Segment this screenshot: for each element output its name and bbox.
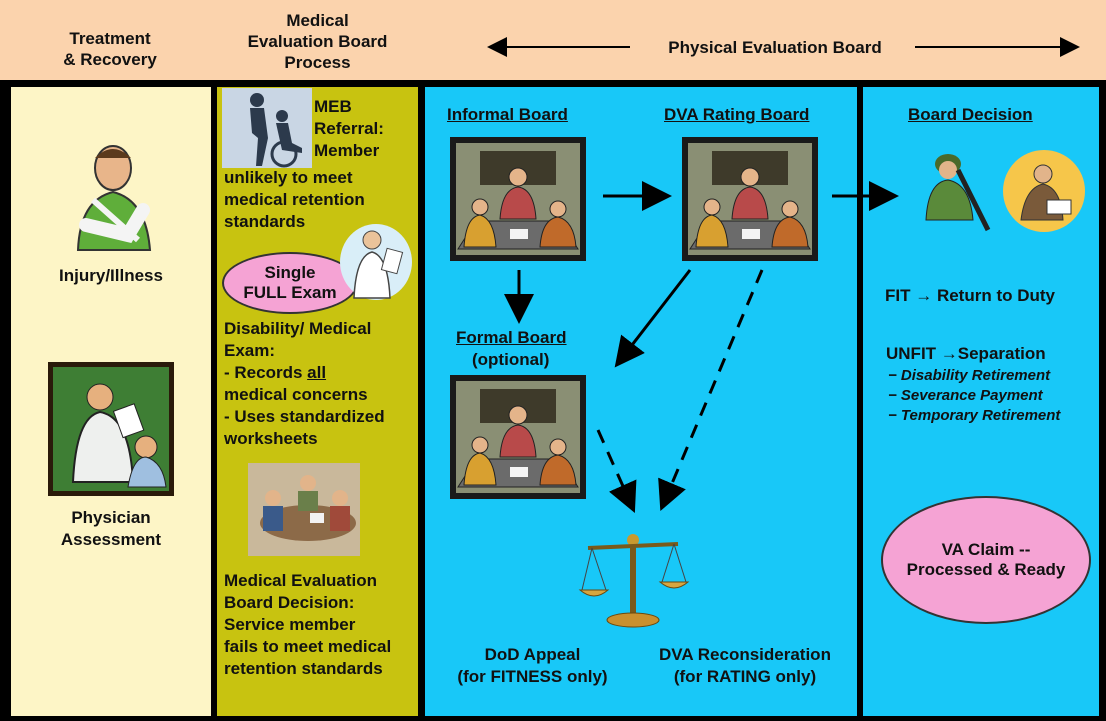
soldier-icon <box>918 150 993 232</box>
injured-soldier-icon <box>58 140 168 255</box>
meb-decision-text: Medical Evaluation Board Decision: Servi… <box>224 570 418 680</box>
text-line: worksheets <box>224 429 318 448</box>
dashed-arrow-dva-to-appeal <box>658 269 764 512</box>
oval-line: Single <box>264 263 316 282</box>
meb-referral-body: unlikely to meet medical retention stand… <box>224 167 414 233</box>
header-line: Treatment <box>69 29 151 48</box>
oval-line: FULL Exam <box>243 283 337 302</box>
text-line: medical concerns <box>224 385 368 404</box>
dashed-arrow-formal-to-appeal <box>596 429 637 513</box>
header-line: Medical <box>286 11 349 30</box>
dod-appeal-text: DoD Appeal (for FITNESS only) <box>445 644 620 688</box>
label-line: Assessment <box>60 530 162 549</box>
dva-rating-board-title: DVA Rating Board <box>664 105 810 124</box>
option-severance-payment: − Severance Payment <box>888 387 1043 404</box>
header-line: Process <box>284 53 351 72</box>
doctor-patient-icon <box>48 362 174 496</box>
text-line: standards <box>224 212 306 231</box>
header-treatment-recovery: Treatment & Recovery <box>40 28 180 70</box>
formal-board-title: Formal Board <box>456 328 567 347</box>
header-peb: Physical Evaluation Board <box>668 38 882 57</box>
text-line: - Uses standardized <box>224 407 385 426</box>
label-line: Physician <box>71 508 151 527</box>
text-line: - Records all <box>224 362 416 384</box>
column-meb <box>217 87 418 716</box>
thinking-man-icon <box>1003 150 1085 232</box>
separation-options: − Disability Retirement − Severance Paym… <box>888 366 1060 426</box>
dva-reconsideration-text: DVA Reconsideration (for RATING only) <box>640 644 850 688</box>
text-part: - Records <box>224 363 308 382</box>
fit-return-to-duty: FIT → Return to Duty <box>885 286 1055 305</box>
text-line: Member <box>314 141 380 160</box>
injury-illness-label: Injury/Illness <box>59 266 163 285</box>
board-meeting-icon <box>682 137 818 261</box>
board-decision-title: Board Decision <box>908 105 1033 124</box>
text-line: Service member <box>224 615 356 634</box>
meb-referral-head: MEB Referral: Member <box>314 96 414 162</box>
informal-board-title: Informal Board <box>447 105 568 124</box>
scales-of-justice-icon <box>578 532 690 632</box>
header-line: & Recovery <box>63 50 157 69</box>
text-line: DoD Appeal <box>484 645 581 664</box>
board-meeting-icon <box>450 137 586 261</box>
text-line: Disability/ Medical <box>224 319 372 338</box>
text-line: (for FITNESS only) <box>457 667 608 686</box>
disability-exam-text: Disability/ Medical Exam: - Records all … <box>224 318 416 450</box>
header-meb-process: Medical Evaluation Board Process <box>220 10 415 73</box>
single-full-exam-oval: Single FULL Exam <box>222 252 358 314</box>
text-line: fails to meet medical <box>224 637 392 656</box>
text-line: retention standards <box>224 659 383 678</box>
board-meeting-icon <box>450 375 586 499</box>
oval-line: Processed & Ready <box>906 560 1066 579</box>
underlined-word: all <box>307 363 327 382</box>
text-line: medical retention <box>224 190 365 209</box>
meeting-photo-icon <box>248 463 360 556</box>
physician-assessment-label: Physician Assessment <box>11 507 211 551</box>
text-line: MEB <box>314 97 352 116</box>
doctor-clipboard-icon <box>340 222 412 300</box>
arrow-dva-to-formal <box>614 269 692 368</box>
unfit-separation: UNFIT →Separation <box>886 344 1046 363</box>
wheelchair-icon <box>222 88 312 168</box>
header-line: Evaluation Board <box>247 32 388 51</box>
header-band <box>0 0 1106 80</box>
text-line: Referral: <box>314 119 384 138</box>
text-line: Medical Evaluation <box>224 571 378 590</box>
oval-line: VA Claim -- <box>941 540 1031 559</box>
option-temporary-retirement: − Temporary Retirement <box>888 407 1061 424</box>
text-line: Exam: <box>224 341 276 360</box>
option-disability-retirement: − Disability Retirement <box>888 367 1051 384</box>
text-line: (for RATING only) <box>673 667 817 686</box>
text-line: Board Decision: <box>224 593 355 612</box>
text-line: DVA Reconsideration <box>659 645 831 664</box>
va-claim-oval: VA Claim -- Processed & Ready <box>881 496 1091 624</box>
text-line: unlikely to meet <box>224 168 353 187</box>
formal-board-optional: (optional) <box>472 350 550 369</box>
